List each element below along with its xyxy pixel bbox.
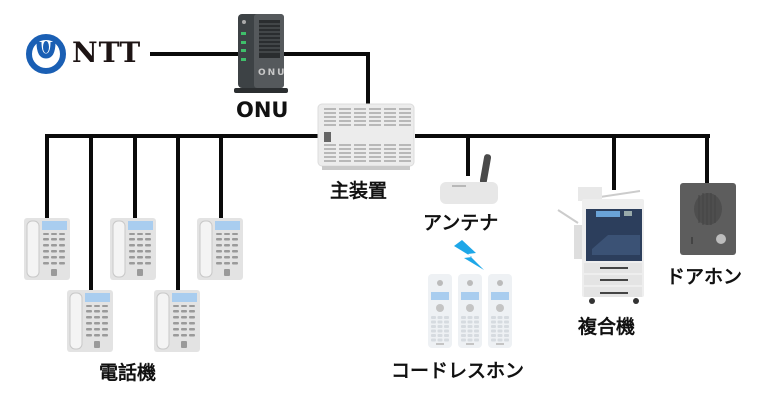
cordless-handset-icon [488,274,512,348]
onu-device-text: ONU [258,68,287,78]
line-onu-main [268,52,370,56]
ntt-logo: NTT [24,32,150,76]
wireless-signal-icon [454,240,484,270]
doorphone-icon [680,183,736,255]
bus-left [45,134,320,138]
cordless-label: コードレスホン [391,360,525,382]
bus-right [415,134,710,138]
desk-phone-icon [24,218,70,280]
desk-phone-icon [154,290,200,352]
drop-phone-3 [133,134,137,219]
mfp-icon [557,187,644,304]
line-ntt-onu [150,52,240,56]
antenna-device[interactable] [438,152,500,204]
drop-antenna [466,134,470,176]
drop-mfp [612,134,616,190]
drop-doorphone [705,134,709,186]
mfp-device[interactable] [556,183,656,305]
onu-device[interactable]: ONU [234,14,288,94]
antenna-label: アンテナ [423,212,499,234]
mfp-label: 複合機 [578,316,636,338]
main-unit-icon [317,103,415,170]
doorphone-device[interactable] [679,181,737,257]
doorphone-label: ドアホン [666,266,743,288]
ntt-mark-icon [26,34,66,74]
antenna-icon [440,154,498,204]
main-unit-label: 主装置 [330,180,388,202]
onu-label: ONU [236,98,289,122]
drop-phone-4 [176,134,180,290]
ntt-logo-text: NTT [72,36,142,69]
desk-phone-icon [197,218,243,280]
drop-phone-5 [219,134,223,219]
cordless-handset-icon [458,274,482,348]
onu-icon [234,14,288,93]
drop-phone-2 [89,134,93,290]
phones-label: 電話機 [99,362,157,384]
desk-phone-icon [110,218,156,280]
desk-phone-icon [67,290,113,352]
cordless-handset-icon [428,274,452,348]
line-main-drop [366,52,370,104]
main-unit-device[interactable] [316,102,416,172]
drop-phone-1 [45,134,49,219]
